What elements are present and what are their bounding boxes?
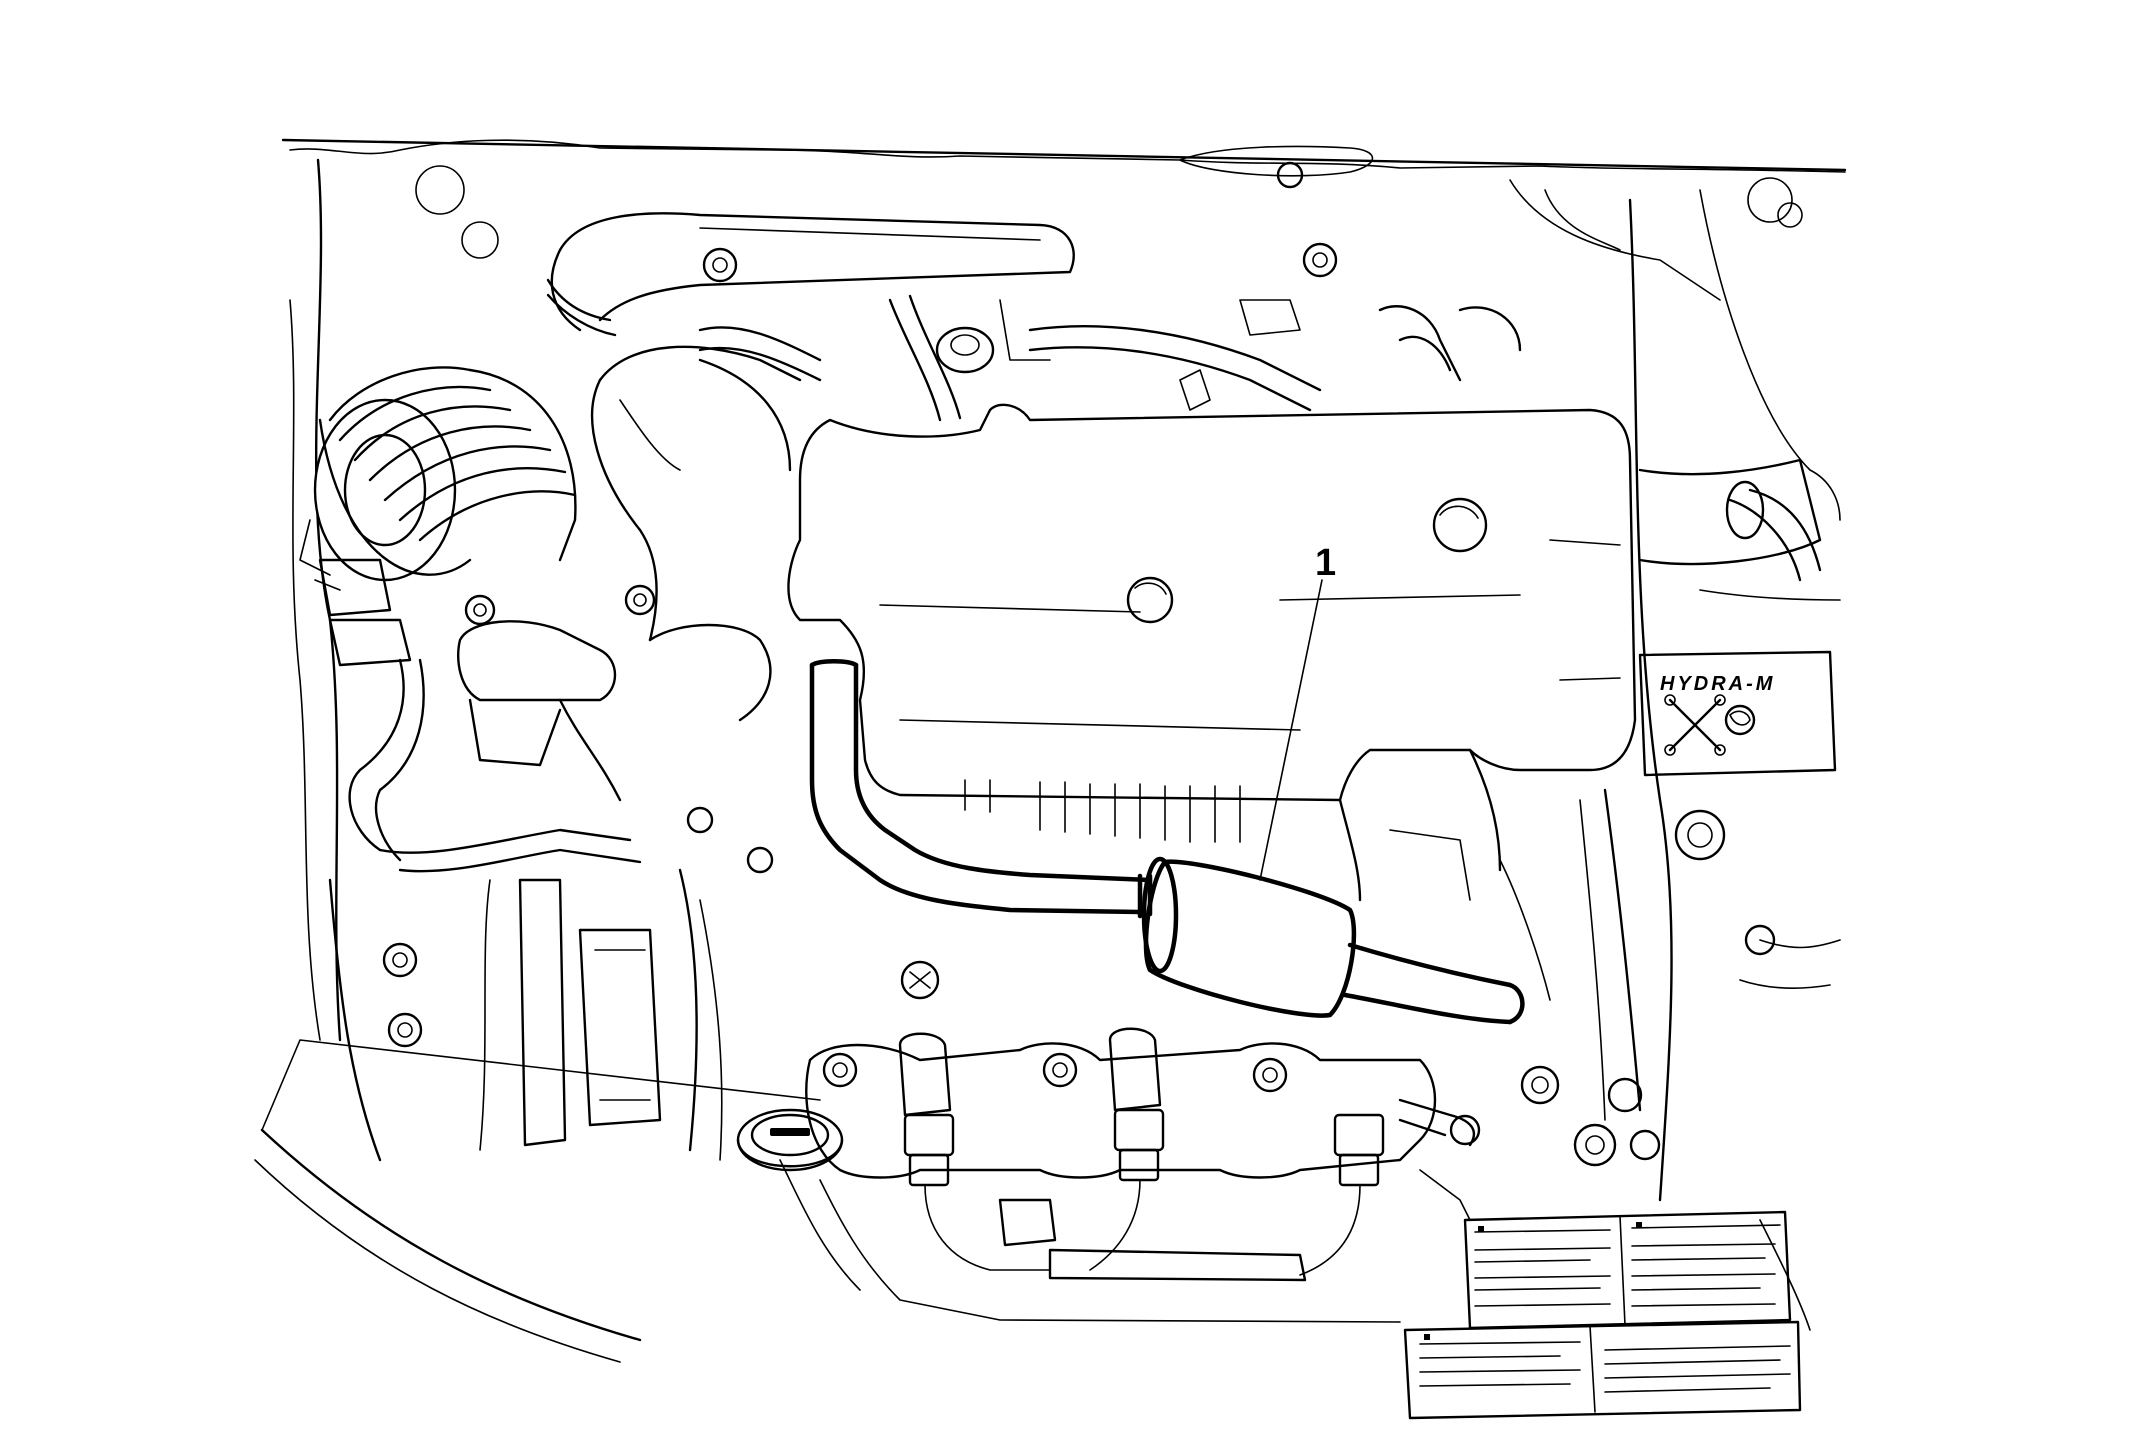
decal-text: HYDRA-M [1660, 673, 1775, 695]
upper-hoses [698, 294, 1522, 422]
left-components [318, 558, 774, 1162]
warning-label-lower [1403, 1320, 1802, 1420]
body-outline [254, 138, 1847, 1363]
fuel-rail-connectors [805, 960, 1481, 1282]
cover-fins [964, 779, 1241, 843]
intake-duct [546, 212, 1075, 722]
air-intake-bellows [299, 366, 577, 591]
right-components [1520, 458, 1841, 1167]
crossed-wrenches-icon [1664, 694, 1726, 756]
engine-decal: HYDRA-M [1638, 650, 1837, 777]
warning-label-upper [1463, 1210, 1792, 1330]
callout-1-label: 1 [1315, 542, 1336, 584]
emblem-icon [1724, 704, 1756, 736]
oil-filler-cap [736, 1108, 844, 1172]
pcv-hose-assembly [809, 579, 1525, 1025]
misc-details [702, 145, 1811, 1331]
engine-cover [787, 403, 1637, 902]
